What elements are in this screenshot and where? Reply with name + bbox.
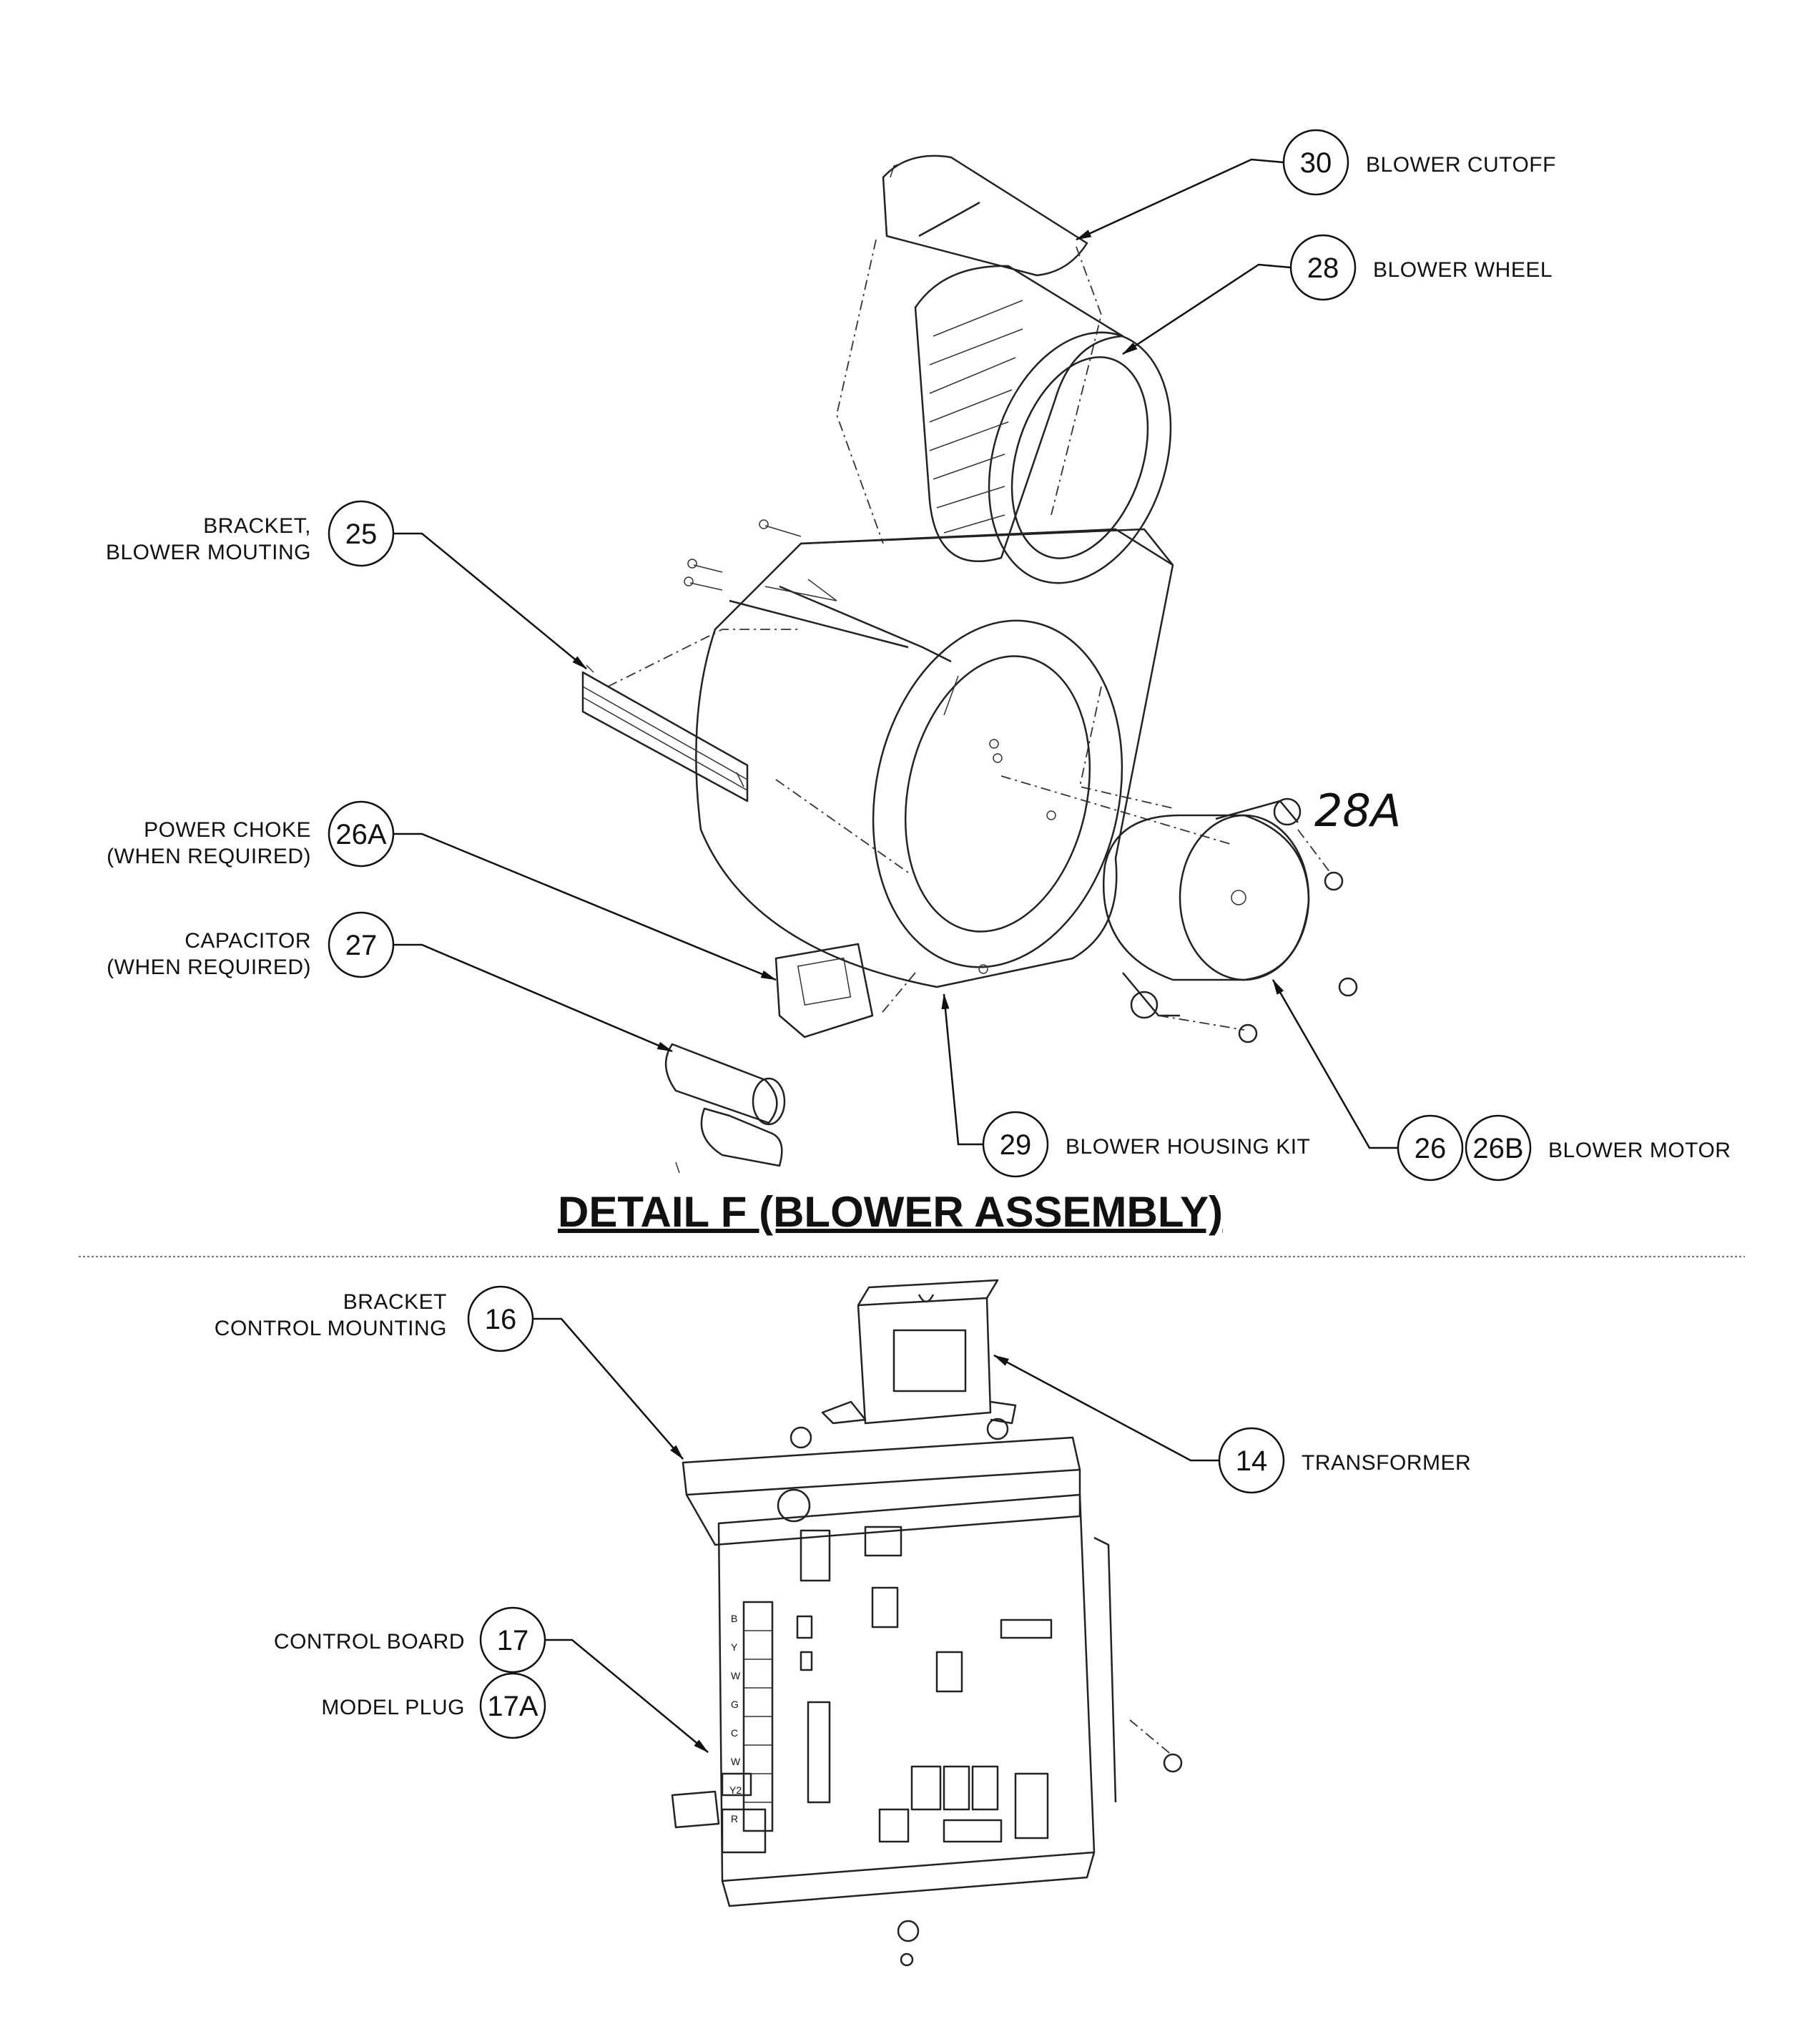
callout-17: 17 CONTROL BOARD: [274, 1606, 709, 1753]
mounting-screws: [684, 519, 802, 591]
bracket-blower-mounting-part: [581, 664, 749, 802]
svg-text:28A: 28A: [1314, 785, 1401, 837]
svg-text:25: 25: [345, 519, 378, 550]
svg-text:26: 26: [1415, 1133, 1447, 1164]
capacitor-part: [664, 1043, 786, 1174]
blower-wheel-part: [914, 265, 1172, 584]
callout-25: 25 BRACKET, BLOWER MOUTING: [106, 500, 587, 669]
svg-text:CAPACITOR: CAPACITOR: [185, 929, 311, 953]
transformer-part: [821, 1279, 1017, 1425]
svg-text:C: C: [731, 1727, 738, 1739]
svg-text:CONTROL BOARD: CONTROL BOARD: [274, 1630, 465, 1654]
svg-text:(WHEN REQUIRED): (WHEN REQUIRED): [107, 845, 311, 868]
svg-text:R: R: [731, 1813, 738, 1824]
svg-text:BLOWER WHEEL: BLOWER WHEEL: [1373, 258, 1553, 282]
svg-text:TRANSFORMER: TRANSFORMER: [1302, 1451, 1471, 1475]
svg-text:(WHEN REQUIRED): (WHEN REQUIRED): [107, 956, 311, 979]
svg-text:B: B: [731, 1613, 737, 1624]
svg-text:26A: 26A: [335, 819, 386, 850]
svg-text:G: G: [731, 1699, 739, 1710]
callout-28: 28 BLOWER WHEEL: [1122, 234, 1553, 355]
svg-text:POWER CHOKE: POWER CHOKE: [144, 818, 311, 842]
svg-text:29: 29: [1000, 1129, 1032, 1161]
callout-28a-handwritten: 28A: [1314, 785, 1401, 837]
blower-cutoff-part: [882, 154, 1088, 277]
svg-text:BLOWER MOTOR: BLOWER MOTOR: [1548, 1139, 1731, 1162]
callout-29: 29 BLOWER HOUSING KIT: [941, 993, 1310, 1178]
svg-text:W: W: [731, 1756, 741, 1767]
svg-text:28: 28: [1307, 252, 1339, 284]
svg-text:BRACKET: BRACKET: [343, 1290, 447, 1314]
callout-16: 16 BRACKET CONTROL MOUNTING: [215, 1285, 684, 1460]
svg-text:26B: 26B: [1472, 1133, 1523, 1164]
callout-26a: 26A POWER CHOKE (WHEN REQUIRED): [107, 800, 777, 981]
power-choke-part: [774, 943, 874, 1038]
control-board-part: [671, 1493, 1183, 1967]
svg-text:BRACKET,: BRACKET,: [203, 514, 311, 538]
svg-text:BLOWER HOUSING KIT: BLOWER HOUSING KIT: [1066, 1135, 1310, 1159]
svg-text:14: 14: [1236, 1445, 1268, 1477]
terminal-labels: B Y W G C W Y2 R: [729, 1613, 742, 1824]
svg-text:17: 17: [497, 1625, 529, 1656]
callout-17a: 17A MODEL PLUG: [321, 1672, 546, 1739]
svg-text:16: 16: [485, 1304, 517, 1335]
callout-30: 30 BLOWER CUTOFF: [1075, 129, 1556, 241]
svg-text:Y2: Y2: [729, 1784, 742, 1796]
blower-housing-part: [695, 528, 1174, 988]
callout-26-26b: 26 26B BLOWER MOTOR: [1271, 979, 1731, 1182]
blower-motor-part: [1102, 797, 1358, 1043]
svg-text:30: 30: [1300, 147, 1332, 179]
bracket-control-mounting-part: [682, 1418, 1081, 1546]
assembly-centerlines: [607, 239, 1231, 1016]
svg-text:Y: Y: [731, 1641, 738, 1653]
svg-text:CONTROL MOUNTING: CONTROL MOUNTING: [215, 1317, 447, 1340]
svg-text:MODEL PLUG: MODEL PLUG: [321, 1696, 465, 1719]
svg-text:27: 27: [345, 930, 378, 961]
svg-text:W: W: [731, 1670, 741, 1681]
svg-text:17A: 17A: [487, 1691, 538, 1722]
detail-title: DETAIL F (BLOWER ASSEMBLY): [558, 1188, 1223, 1236]
callout-27: 27 CAPACITOR (WHEN REQUIRED): [107, 911, 674, 1053]
svg-text:BLOWER CUTOFF: BLOWER CUTOFF: [1366, 153, 1556, 177]
svg-text:BLOWER MOUTING: BLOWER MOUTING: [106, 541, 311, 564]
callout-14: 14 TRANSFORMER: [993, 1354, 1471, 1494]
